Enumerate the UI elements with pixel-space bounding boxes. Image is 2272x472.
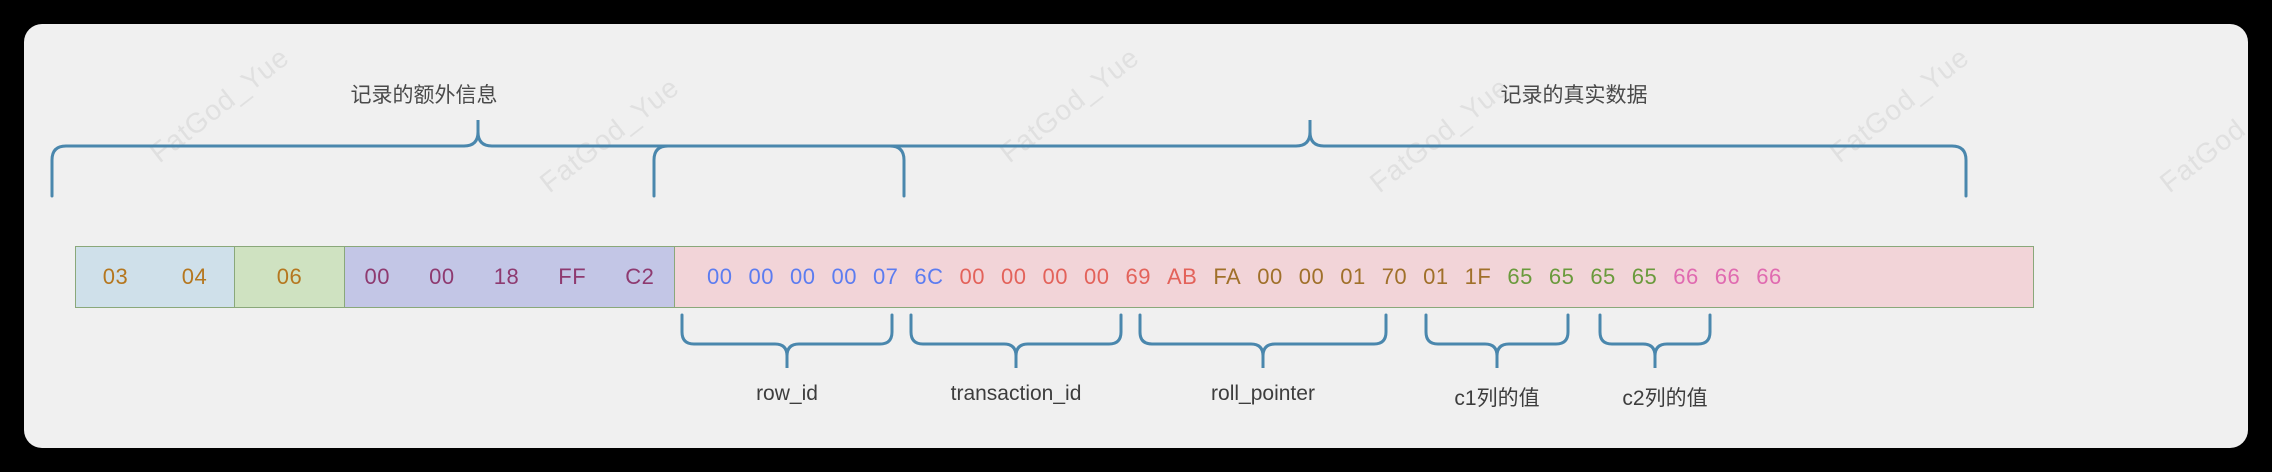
byte-group-c1: 65 65 65 65 [1499,264,1665,290]
byte-cell: 69 [1125,264,1151,289]
brace-real-data [646,118,2006,198]
byte-cell: 65 [1507,264,1533,289]
byte-cell: 04 [181,264,208,289]
byte-cell: FF [558,264,587,289]
byte-cell: 00 [1001,264,1027,289]
byte-cell: 65 [1631,264,1658,289]
brace-transaction-id [908,312,1128,372]
label-c1: c1列的值 [1454,387,1540,410]
byte-cell: 00 [1042,264,1068,289]
byte-cell: FA [1213,264,1242,289]
byte-cell: 70 [1381,264,1408,289]
segment-null-value-bitmap: 06 [235,247,345,307]
watermark: FatGod_Yue [2154,71,2248,199]
byte-cell: C2 [625,264,655,289]
segment-variable-length-field-lengths: 03 04 [76,247,235,307]
byte-cell: 66 [1673,264,1699,289]
byte-cell: 00 [1298,264,1325,289]
byte-cell: 00 [831,264,857,289]
byte-cell: 00 [1084,264,1110,289]
label-roll-pointer: roll_pointer [1211,382,1315,405]
label-row-id: row_id [756,382,818,405]
byte-cell: 07 [872,264,899,289]
byte-group-transaction-id: 00 00 00 00 69 AB [952,264,1206,290]
caption-extra-info: 记录的额外信息 [350,84,498,107]
label-c2: c2列的值 [1622,387,1708,410]
byte-cell: 65 [1548,264,1575,289]
brace-roll-pointer [1137,312,1393,372]
byte-group-roll-pointer: FA 00 00 01 70 01 1F [1205,264,1499,290]
byte-cell: 66 [1756,264,1782,289]
byte-cell: 00 [364,264,391,289]
caption-real-data: 记录的真实数据 [1500,84,1648,107]
brace-c1 [1423,312,1575,372]
byte-cell: 00 [748,264,774,289]
byte-cell: 66 [1714,264,1741,289]
byte-cell: 6C [914,264,944,289]
byte-group-c2: 66 66 66 [1665,264,1789,290]
segment-real-data: 00 00 00 00 07 6C 00 00 00 00 69 AB FA [675,247,2033,307]
byte-cell: 65 [1590,264,1616,289]
segment-record-header: 00 00 18 FF C2 [345,247,675,307]
byte-cell: AB [1166,264,1198,289]
byte-cell: 18 [493,264,520,289]
label-transaction-id: transaction_id [950,382,1082,405]
byte-cell: 00 [959,264,986,289]
byte-group-row-id: 00 00 00 00 07 6C [699,264,952,290]
brace-c2 [1597,312,1717,372]
byte-cell: 00 [789,264,816,289]
byte-cell: 00 [1257,264,1283,289]
byte-cell: 06 [276,264,303,289]
byte-cell: 1F [1464,264,1492,289]
byte-cell: 00 [707,264,733,289]
byte-cell: 03 [102,264,129,289]
brace-row-id [679,312,899,372]
byte-cell: 01 [1423,264,1449,289]
byte-cell: 01 [1340,264,1366,289]
byte-cell: 00 [429,264,455,289]
diagram-card: FatGod_Yue FatGod_Yue FatGod_Yue FatGod_… [24,24,2248,448]
record-byte-strip: 03 04 06 00 00 18 FF C2 00 00 00 00 07 6… [75,246,2034,308]
